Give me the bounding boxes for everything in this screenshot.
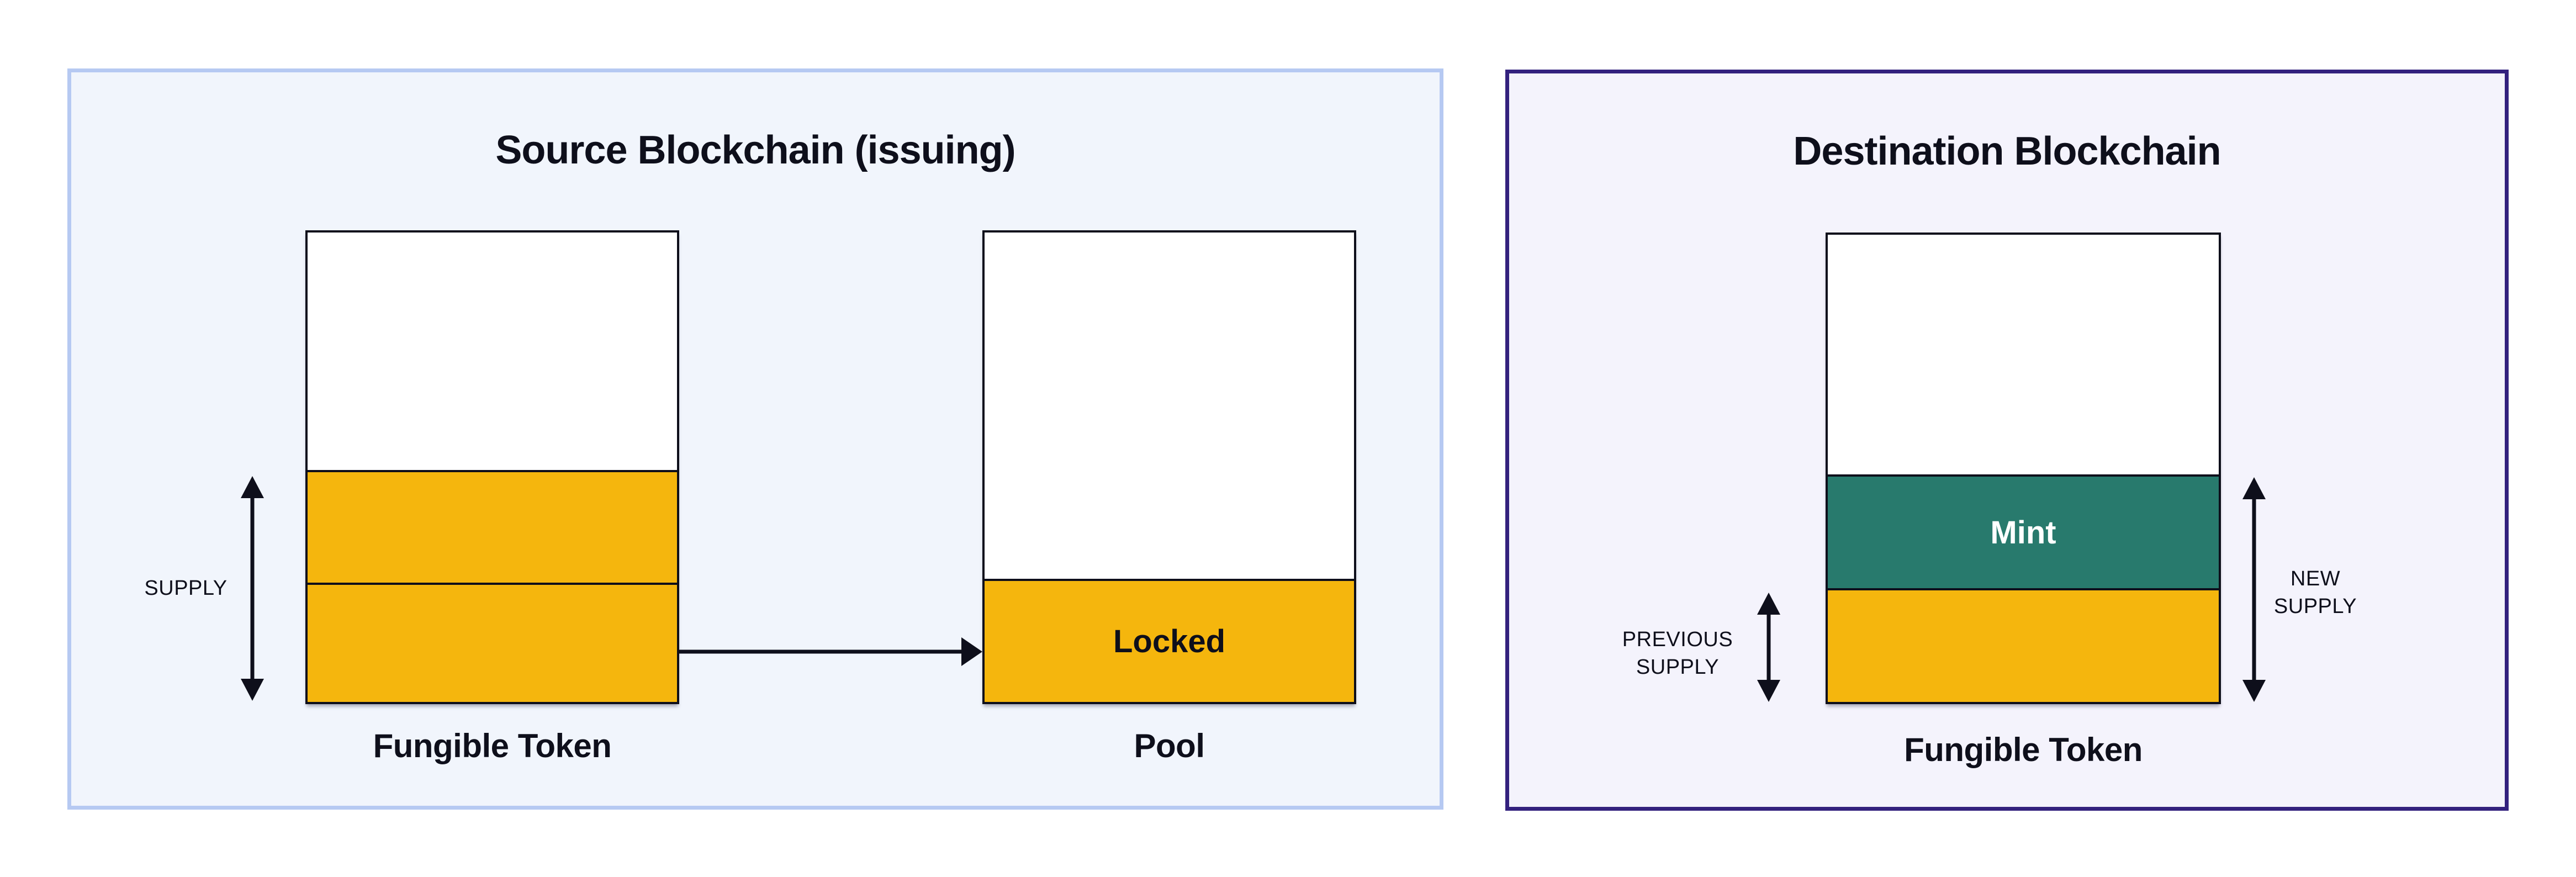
source-panel-title: Source Blockchain (issuing) (495, 128, 1015, 172)
new-supply-line2: SUPPLY (2273, 595, 2357, 618)
previous-supply-range-label: PREVIOUS SUPPLY (1620, 626, 1736, 681)
new-supply-range-arrow (2242, 477, 2266, 702)
pool-bar-locked-segment: Locked (985, 579, 1354, 702)
arrow-down-icon (1757, 680, 1780, 702)
token-bar-supply-lower-segment (308, 583, 677, 702)
lock-transfer-arrow (679, 637, 982, 666)
previous-supply-line1: PREVIOUS (1622, 628, 1733, 651)
token-bar-empty-segment (308, 233, 677, 470)
destination-panel-title: Destination Blockchain (1793, 129, 2221, 173)
token-bar-empty-segment (1828, 235, 2219, 474)
arrow-shaft (679, 649, 964, 654)
previous-supply-range-arrow (1757, 593, 1781, 702)
arrow-down-icon (2242, 680, 2266, 702)
token-bar-previous-supply-segment (1828, 588, 2219, 702)
arrow-right-icon (961, 637, 982, 666)
previous-supply-line2: SUPPLY (1636, 656, 1720, 679)
pool-bar-caption: Pool (1134, 727, 1205, 764)
locked-label: Locked (1113, 624, 1226, 659)
pool-bar-empty-segment (985, 233, 1354, 579)
arrow-shaft (2252, 494, 2256, 685)
source-fungible-token-bar (305, 230, 679, 704)
destination-token-bar-caption: Fungible Token (1904, 731, 2143, 768)
token-bar-supply-upper-segment (308, 470, 677, 583)
destination-blockchain-panel: Destination Blockchain PREVIOUS SUPPLY M… (1505, 70, 2509, 811)
supply-range-arrow (240, 476, 265, 701)
arrow-shaft (250, 493, 255, 684)
mint-label: Mint (1990, 514, 2056, 551)
destination-fungible-token-bar: Mint (1826, 233, 2221, 704)
arrow-shaft (1766, 609, 1771, 685)
token-bar-mint-segment: Mint (1828, 474, 2219, 588)
new-supply-range-label: NEW SUPPLY (2271, 565, 2360, 620)
pool-bar: Locked (982, 230, 1356, 704)
supply-range-label: SUPPLY (144, 577, 228, 600)
source-blockchain-panel: Source Blockchain (issuing) SUPPLY Locke… (67, 68, 1443, 810)
source-token-bar-caption: Fungible Token (373, 727, 612, 764)
new-supply-line1: NEW (2290, 567, 2341, 590)
arrow-down-icon (241, 679, 264, 701)
